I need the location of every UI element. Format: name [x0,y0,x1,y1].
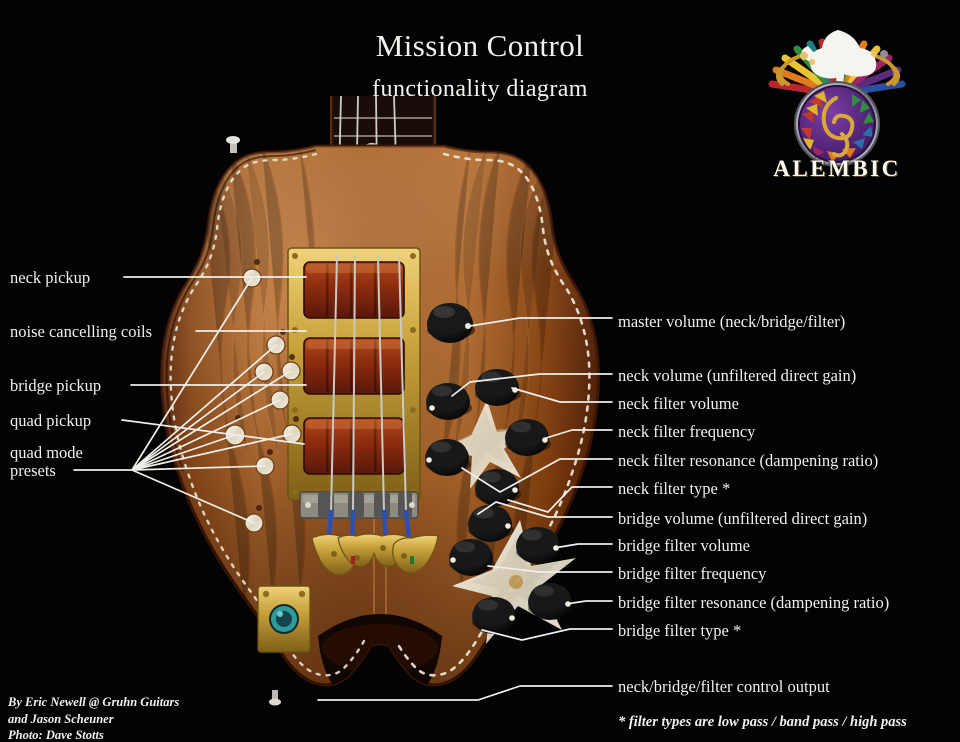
label-bridge-filter-type: bridge filter type * [618,621,742,640]
bridge-knobs [449,505,574,634]
credit-line-1: By Eric Newell @ Gruhn Guitars [8,695,180,709]
credit-line-2: and Jason Scheuner [8,712,114,726]
label-quad-mode-presets-line2: presets [10,461,56,480]
filter-types-footnote: * filter types are low pass / band pass … [618,714,907,730]
bridge-control-cluster [449,505,576,644]
brand-wordmark: ALEMBIC [773,156,901,181]
label-neck-filter-volume: neck filter volume [618,394,739,413]
page-title: Mission Control [375,28,585,63]
lower-strap-button [269,690,281,706]
label-bridge-filter-frequency: bridge filter frequency [618,564,767,583]
label-control-output: neck/bridge/filter control output [618,677,830,696]
label-neck-filter-frequency: neck filter frequency [618,422,756,441]
output-jack-plate [257,585,311,653]
alembic-mandala-icon [768,30,906,167]
batwing-tailpiece [311,533,439,576]
label-noise-cancelling-coils: noise cancelling coils [10,322,153,341]
alembic-logo: ALEMBIC [752,16,922,186]
credit-line-3: Photo: Dave Stotts [8,728,104,742]
label-master-volume: master volume (neck/bridge/filter) [618,312,846,331]
label-bridge-volume: bridge volume (unfiltered direct gain) [618,509,868,528]
bridge-hardware [299,491,419,519]
label-neck-pickup: neck pickup [10,268,91,287]
label-bridge-pickup: bridge pickup [10,376,102,395]
page-subtitle: functionality diagram [372,76,588,102]
label-quad-pickup: quad pickup [10,411,92,430]
master-volume-knob [427,303,475,343]
label-bridge-filter-volume: bridge filter volume [618,536,750,555]
label-neck-filter-type: neck filter type * [618,479,731,498]
strap-button [226,136,240,153]
label-bridge-filter-resonance: bridge filter resonance (dampening ratio… [618,593,890,612]
label-quad-mode-presets-line1: quad mode [10,443,83,462]
label-neck-filter-resonance: neck filter resonance (dampening ratio) [618,451,879,470]
label-neck-volume: neck volume (unfiltered direct gain) [618,366,857,385]
